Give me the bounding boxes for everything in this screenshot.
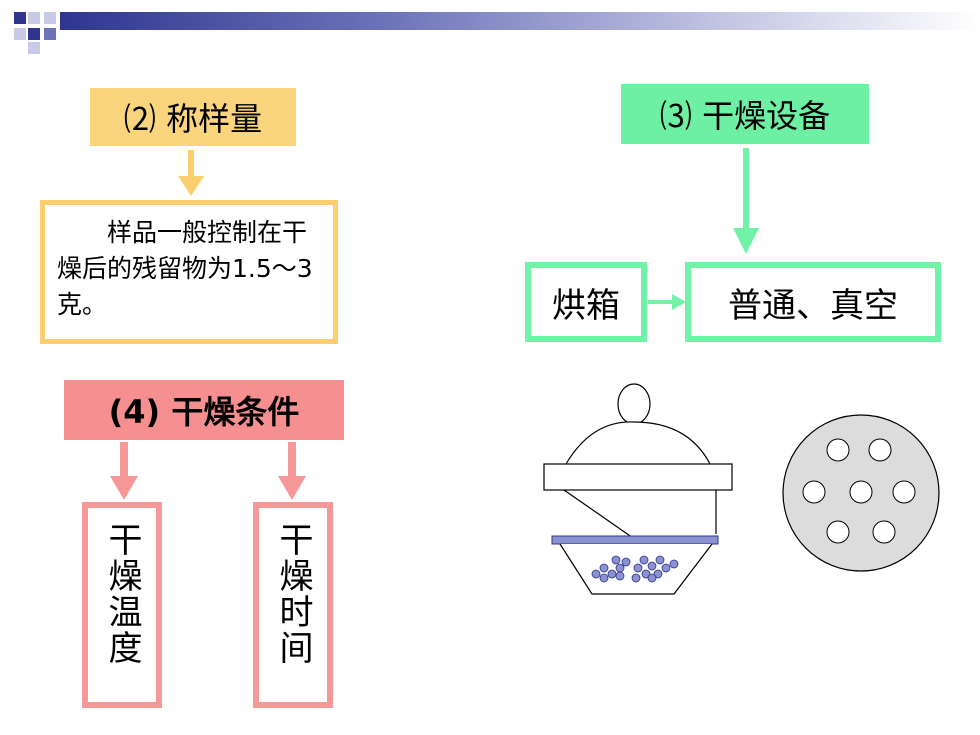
oven-box: 烘箱 — [525, 262, 647, 342]
section-3-header: ⑶ 干燥设备 — [621, 84, 869, 144]
drying-time-label: 干燥时间 — [273, 522, 313, 666]
arrow-down-icon — [110, 442, 138, 500]
decor-square — [14, 28, 26, 40]
drying-time-box: 干燥时间 — [253, 502, 333, 708]
arrow-down-icon — [278, 442, 306, 500]
desiccator-plate-top-view-icon — [782, 414, 940, 572]
arrow-right-icon — [648, 294, 686, 310]
drying-temperature-label: 干燥温度 — [102, 522, 142, 666]
section-2-header: ⑵ 称样量 — [90, 88, 296, 146]
decor-square — [28, 28, 40, 40]
decor-square — [44, 12, 56, 24]
decor-square — [14, 12, 26, 24]
drying-temperature-box: 干燥温度 — [82, 502, 162, 708]
decor-square — [28, 12, 40, 24]
arrow-down-icon — [178, 150, 204, 196]
oven-types-box: 普通、真空 — [685, 262, 941, 342]
arrow-down-icon — [733, 148, 759, 254]
sample-amount-text: 样品一般控制在干燥后的残留物为1.5～3克。 — [40, 200, 338, 344]
section-4-header: (4) 干燥条件 — [64, 380, 344, 440]
decor-square — [28, 42, 40, 54]
title-bar-decoration — [60, 12, 980, 30]
desiccator-side-view-icon — [543, 383, 733, 595]
decor-square — [44, 28, 56, 40]
